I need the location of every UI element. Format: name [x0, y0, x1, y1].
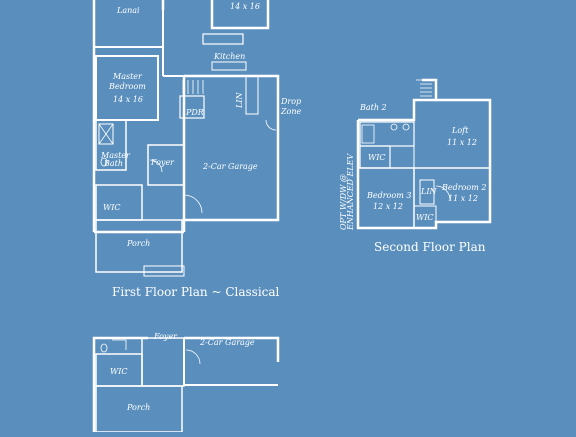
label-great-room-dim: 14 x 16 [230, 2, 260, 11]
kitchen-island [202, 33, 244, 45]
door-swing [185, 349, 201, 365]
door-swing [149, 159, 163, 173]
label-bedroom3: Bedroom 3 [366, 191, 411, 200]
label-loft-dim: 11 x 12 [447, 138, 477, 147]
lin-closet [419, 179, 435, 205]
sink-icon [390, 123, 398, 131]
label-garage: 2-Car Garage [202, 162, 258, 171]
label-alt-wic: WIC [110, 367, 128, 376]
toilet-icon [100, 343, 108, 353]
first-floor-caption: First Floor Plan ~ Classical [112, 285, 280, 299]
label-wic: WIC [103, 203, 121, 212]
door-swing [265, 119, 277, 131]
label-bedroom2-dim: 11 x 12 [448, 194, 478, 203]
label-alt-foyer: Foyer [153, 332, 178, 341]
label-opt-2: ENHANCED ELEV [346, 152, 355, 231]
label-wic-second: WIC [368, 153, 386, 162]
label-kitchen: Kitchen [213, 52, 245, 61]
kitchen-counter [211, 61, 247, 71]
label-master-bath-2: Bath [103, 159, 123, 168]
shower [98, 123, 114, 145]
label-drop-zone-1: Drop [280, 97, 301, 106]
great-room-wall [210, 0, 270, 30]
foyer-walls [147, 144, 185, 186]
door-swing [183, 194, 203, 214]
wic2-walls [413, 205, 437, 229]
label-master-bedroom-2: Bedroom [108, 82, 146, 91]
door-swing [435, 185, 451, 201]
label-alt-garage: 2-Car Garage [199, 338, 255, 347]
label-wic2: WIC [416, 213, 434, 222]
label-lin-second: LIN [420, 187, 437, 196]
label-opt-1: OPT W/DW @ [339, 174, 348, 230]
second-floor-labels: Bath 2 Loft 11 x 12 WIC Bedroom 3 12 x 1… [339, 103, 486, 254]
label-bedroom3-dim: 12 x 12 [373, 202, 403, 211]
label-lanai: Lanai [116, 6, 140, 15]
first-floor-plan [92, 0, 280, 277]
alt-first-floor-plan [92, 336, 280, 433]
second-floor-outer-wall-top [358, 98, 436, 122]
sink-icon [402, 123, 410, 131]
second-floor-stairs [416, 79, 437, 100]
second-floor-plan [356, 78, 492, 230]
stairs [180, 75, 210, 94]
label-bedroom2: Bedroom 2 [441, 183, 486, 192]
label-lin: LIN [235, 92, 244, 109]
pdr-walls [179, 95, 205, 119]
label-loft: Loft [451, 126, 469, 135]
label-alt-porch: Porch [126, 403, 150, 412]
door-swing [112, 339, 127, 350]
toilet-icon [100, 157, 108, 167]
alt-first-floor-labels: Foyer 2-Car Garage WIC Porch [110, 332, 255, 412]
first-floor-outer-wall-left [92, 0, 186, 234]
label-master-bedroom-dim: 14 x 16 [113, 95, 143, 104]
tub [361, 124, 375, 144]
label-porch: Porch [126, 239, 150, 248]
label-drop-zone-2: Zone [280, 107, 302, 116]
porch-steps [143, 265, 185, 277]
first-floor-labels: Lanai 14 x 16 Kitchen Master Bedroom 14 … [100, 2, 302, 299]
master-bath-walls [95, 119, 127, 171]
porch-walls [95, 219, 183, 273]
label-pdr: PDR [185, 108, 204, 117]
label-foyer: Foyer [150, 158, 175, 167]
alt-garage-top [184, 336, 280, 362]
label-bath2: Bath 2 [359, 103, 387, 112]
second-floor-caption: Second Floor Plan [374, 240, 486, 254]
alt-outer-wall-left [92, 336, 148, 432]
label-master-bath-1: Master [100, 151, 131, 160]
label-master-bedroom-1: Master [112, 72, 143, 81]
drop-zone-wall [245, 75, 259, 115]
master-bedroom-walls [95, 55, 159, 121]
